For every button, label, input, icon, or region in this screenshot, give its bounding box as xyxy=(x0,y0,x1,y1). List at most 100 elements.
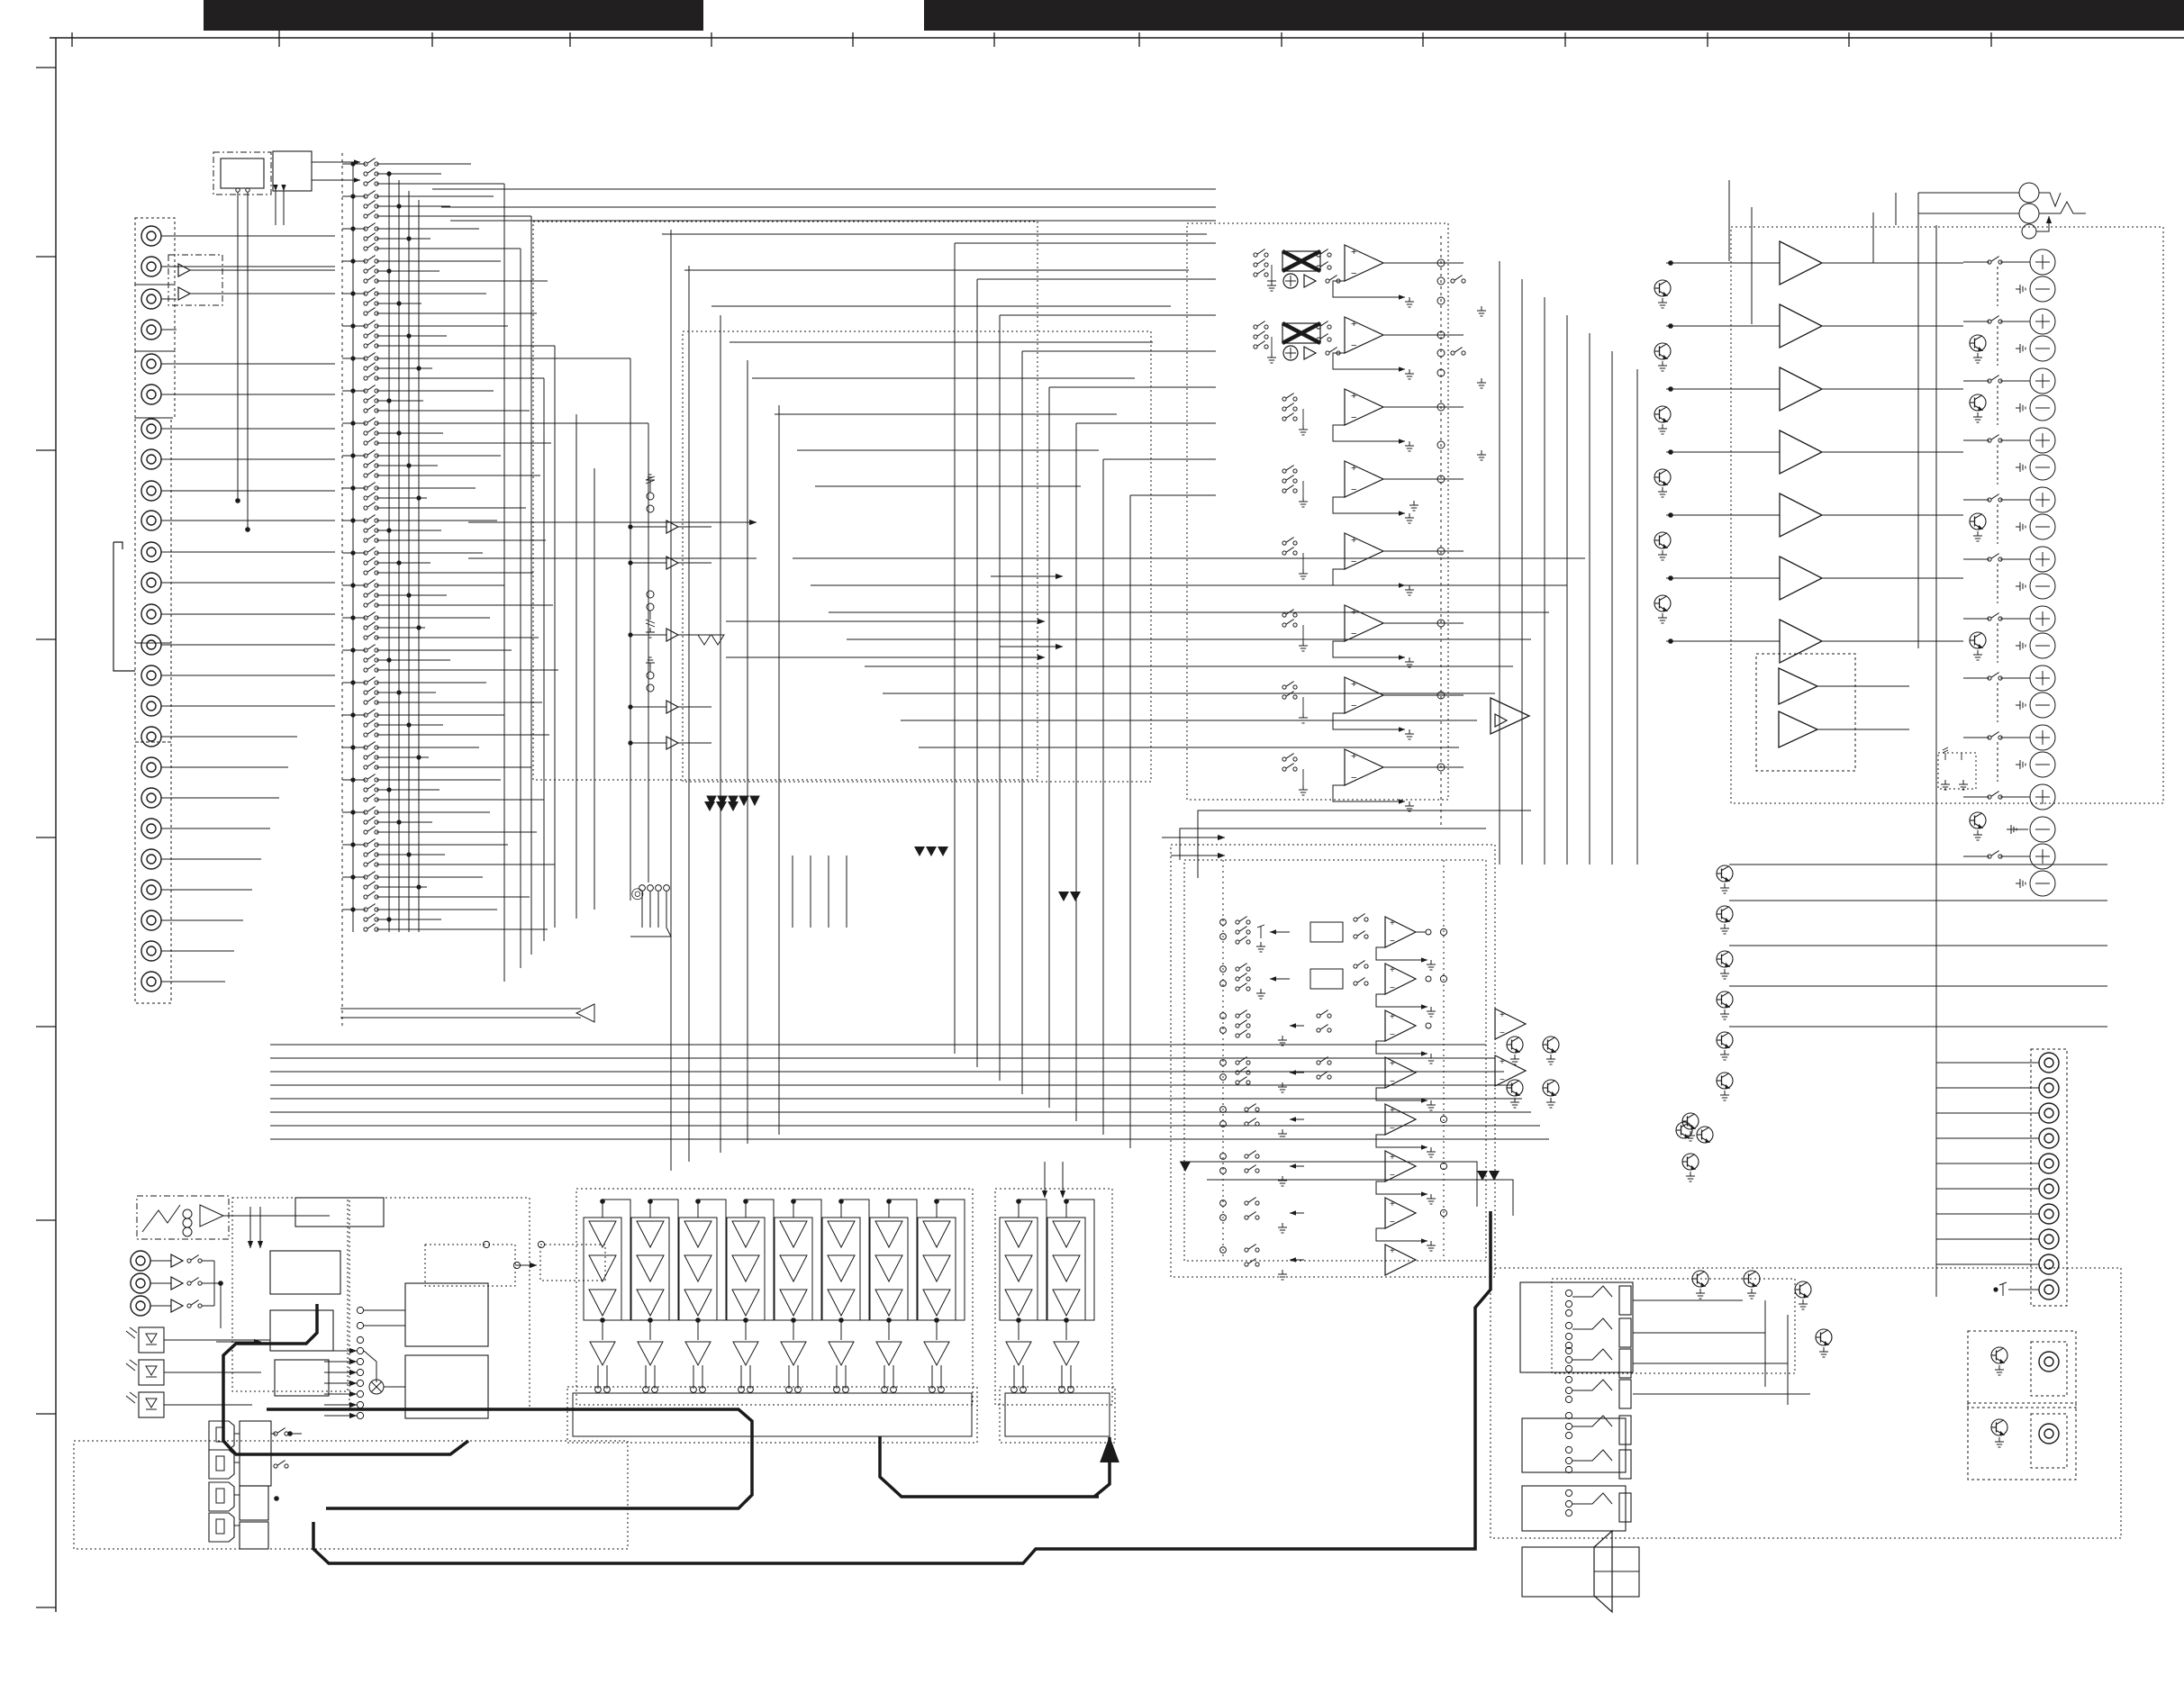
input-jack-row xyxy=(140,225,335,992)
svg-text:−: − xyxy=(1351,412,1356,423)
psu-relay-bank xyxy=(1564,1285,1632,1523)
microcontroller-block xyxy=(272,150,361,225)
svg-text:+: + xyxy=(1390,965,1395,975)
signal-direction-markers xyxy=(704,801,1500,1181)
input-selector-switch-matrix xyxy=(340,153,672,1027)
ir-receiver-bank xyxy=(125,1326,270,1418)
svg-text:+: + xyxy=(1351,391,1356,402)
power-amp-channel xyxy=(1047,1199,1095,1393)
power-amp-channel xyxy=(917,1199,965,1393)
svg-text:−: − xyxy=(1351,340,1356,351)
power-supply-rail-bus-right xyxy=(1004,1392,1110,1437)
hdmi-connector-bank xyxy=(208,1420,302,1550)
speaker-terminal-pair xyxy=(1963,308,2056,366)
protection-sense-block xyxy=(1937,747,1977,791)
speaker-terminal-pair xyxy=(1963,843,2056,897)
speaker-terminal-pair xyxy=(1963,249,2056,306)
svg-text:+: + xyxy=(1351,679,1356,690)
input-rca-jack-bank xyxy=(113,217,335,1004)
power-amplifier-channel-array xyxy=(566,1188,1116,1444)
speaker-horn-symbol xyxy=(1593,1529,1639,1614)
svg-text:+: + xyxy=(1390,919,1395,928)
psu-transformer-1 xyxy=(1519,1281,1634,1373)
svg-text:−: − xyxy=(1390,1030,1395,1040)
signal-fan-in-node xyxy=(216,1197,530,1420)
antenna-terminal-group xyxy=(1918,182,2086,240)
speaker-terminal-pair xyxy=(1963,724,2056,782)
svg-text:+: + xyxy=(1390,1106,1395,1116)
upper-opamp-stage-column: + − + − + xyxy=(1253,244,1508,812)
svg-text:−: − xyxy=(1390,1124,1395,1134)
svg-text:+: + xyxy=(1390,1059,1395,1069)
svg-text:−: − xyxy=(1390,1077,1395,1087)
psu-output-bus xyxy=(1633,1299,1810,1405)
aux-buffer-block xyxy=(1490,653,1909,772)
output-node-column xyxy=(1409,236,1487,828)
svg-text:−: − xyxy=(1351,773,1356,783)
power-amp-channel xyxy=(583,1199,631,1393)
svg-text:−: − xyxy=(1500,1075,1505,1085)
speaker-terminal-pair xyxy=(1963,546,2056,603)
speaker-terminal-pair xyxy=(1963,665,2056,722)
svg-text:−: − xyxy=(1500,1028,1505,1038)
svg-text:−: − xyxy=(1390,1171,1395,1181)
svg-text:+: + xyxy=(1390,1012,1395,1022)
center-signal-bus xyxy=(270,184,1585,1140)
main-power-bus xyxy=(222,1211,1492,1565)
svg-text:−: − xyxy=(1390,937,1395,946)
speaker-terminal-pair xyxy=(1963,605,2056,663)
attenuator-pot xyxy=(645,474,656,693)
preout-jack-bank-lower xyxy=(1967,1330,2077,1480)
speaker-terminal-pair xyxy=(1963,367,2056,425)
speaker-terminal-pair xyxy=(1963,783,2056,843)
mid-opamp-stage-column: + − + − xyxy=(1183,859,1527,1281)
power-amp-channel xyxy=(869,1199,918,1393)
psu-transformer-2 xyxy=(1521,1417,1627,1473)
usb-front-panel-block xyxy=(136,1195,330,1240)
mid-left-amp-column xyxy=(628,474,711,750)
matrix-bottom-feed xyxy=(630,884,672,937)
power-amp-channel xyxy=(726,1199,775,1393)
crossbar-mixer-block-2 xyxy=(1281,321,1341,361)
control-trigger-jack-bank xyxy=(130,1250,223,1328)
power-amp-channel xyxy=(821,1199,870,1393)
power-supply-section xyxy=(1519,1278,1810,1614)
svg-text:+: + xyxy=(1351,247,1356,258)
system-control-block-group xyxy=(247,1207,341,1397)
top-redaction-bar-left xyxy=(204,0,703,31)
left-ruler-ticks xyxy=(36,67,56,1608)
svg-text:−: − xyxy=(1390,1218,1395,1227)
svg-text:+: + xyxy=(1351,319,1356,330)
svg-text:+: + xyxy=(1390,1246,1395,1256)
svg-text:−: − xyxy=(1351,701,1356,711)
power-amp-channel xyxy=(999,1199,1047,1393)
speaker-terminal-pair xyxy=(1963,486,2056,544)
speaker-terminal-pair xyxy=(1963,427,2056,484)
display-module xyxy=(213,151,272,195)
dsp-block-left xyxy=(424,1240,606,1287)
svg-text:+: + xyxy=(1390,1200,1395,1209)
speaker-terminal-bank xyxy=(1963,249,2056,897)
power-supply-rail-bus-left xyxy=(572,1392,973,1437)
svg-text:+: + xyxy=(1500,1010,1505,1020)
svg-text:−: − xyxy=(1351,629,1356,639)
svg-text:+: + xyxy=(1351,535,1356,546)
sheet-frame xyxy=(50,37,2184,1612)
svg-text:+: + xyxy=(1390,1153,1395,1163)
svg-text:+: + xyxy=(1351,463,1356,474)
svg-text:+: + xyxy=(1351,751,1356,762)
bottom-left-io-section xyxy=(73,1195,629,1550)
psu-transformer-3 xyxy=(1521,1485,1627,1532)
opamp-input-ground-net xyxy=(1266,265,1309,796)
svg-text:+: + xyxy=(1500,1057,1505,1067)
svg-text:+: + xyxy=(1351,607,1356,618)
top-redaction-bar-right xyxy=(924,0,2184,31)
matrix-junction-dots xyxy=(386,171,421,922)
power-amp-channel xyxy=(630,1199,679,1393)
crossbar-mixer-block-1 xyxy=(1281,249,1341,289)
switch-matrix-rows xyxy=(342,158,648,932)
output-buffer-amp-column xyxy=(1654,240,1963,665)
power-amp-channel xyxy=(678,1199,727,1393)
